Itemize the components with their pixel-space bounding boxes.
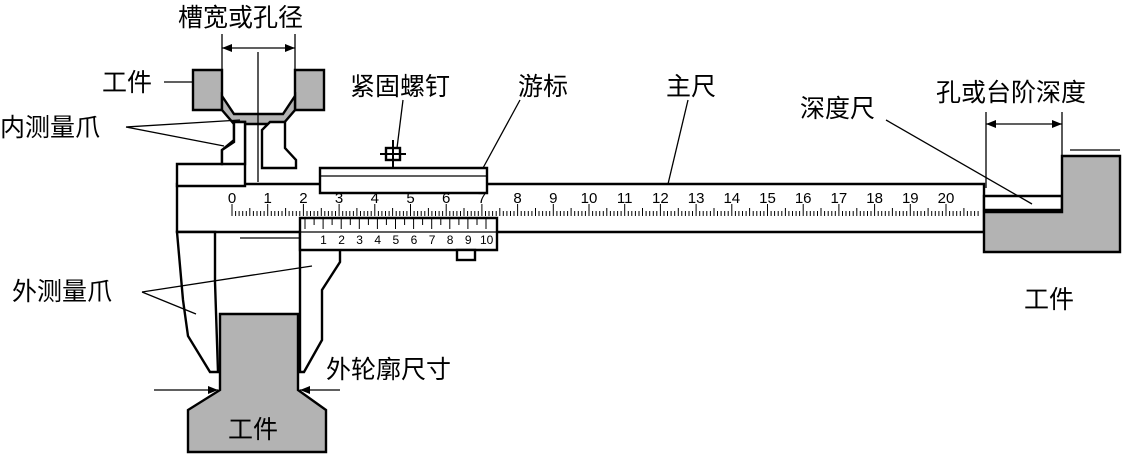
label-slot-width-hole-diameter: 槽宽或孔径 bbox=[178, 3, 303, 32]
inner-jaw-left bbox=[220, 120, 247, 166]
vernier-scale-number: 1 bbox=[320, 233, 327, 247]
leader-lines bbox=[125, 81, 1033, 315]
workpiece-right bbox=[982, 154, 1122, 254]
vernier-scale-number: 4 bbox=[374, 233, 381, 247]
depth-arrowhead-right bbox=[1052, 120, 1062, 128]
depth-dimension bbox=[986, 120, 1062, 128]
workpiece-top bbox=[191, 68, 326, 126]
leader-inner-jaw-2 bbox=[125, 119, 241, 128]
label-vernier: 游标 bbox=[518, 72, 568, 101]
main-scale-number: 6 bbox=[442, 190, 450, 207]
vernier-scale-number: 9 bbox=[465, 233, 472, 247]
caliper-body bbox=[175, 120, 1064, 374]
outer-jaw-fixed bbox=[175, 230, 220, 374]
vernier-scale-number: 8 bbox=[447, 233, 454, 247]
main-scale-number: 20 bbox=[938, 190, 955, 207]
outer-arrowhead-left bbox=[208, 386, 218, 394]
main-scale-number: 10 bbox=[581, 190, 598, 207]
main-scale-number: 4 bbox=[371, 190, 379, 207]
main-scale-number: 7 bbox=[478, 190, 486, 207]
main-scale-ticks bbox=[231, 204, 979, 216]
outer-dimension-arrows bbox=[154, 386, 340, 394]
workpiece-top-shoulder bbox=[220, 92, 297, 126]
slot-arrowhead-left bbox=[222, 44, 232, 52]
main-scale-number: 12 bbox=[652, 190, 669, 207]
main-scale-number: 5 bbox=[406, 190, 414, 207]
depth-arrowhead-left bbox=[986, 120, 996, 128]
main-scale-number: 17 bbox=[831, 190, 848, 207]
label-hole-step-depth: 孔或台阶深度 bbox=[936, 78, 1086, 107]
main-scale-number: 2 bbox=[299, 190, 307, 207]
label-depth-rod: 深度尺 bbox=[800, 94, 875, 123]
main-scale-number: 18 bbox=[866, 190, 883, 207]
label-workpiece-top: 工件 bbox=[102, 68, 152, 97]
vernier-scale-number: 7 bbox=[429, 233, 436, 247]
vernier-scale-ticks bbox=[304, 219, 487, 229]
vernier-scale-plate bbox=[298, 216, 499, 252]
label-outer-jaw: 外测量爪 bbox=[12, 277, 112, 306]
main-scale-number: 14 bbox=[723, 190, 740, 207]
workpiece-top-left-block bbox=[191, 68, 224, 112]
label-outer-dimension: 外轮廓尺寸 bbox=[326, 355, 451, 384]
main-scale-number: 0 bbox=[228, 190, 236, 207]
leader-inner-jaw-1 bbox=[125, 126, 225, 147]
main-scale-number: 3 bbox=[335, 190, 343, 207]
vernier-scale-number: 10 bbox=[480, 233, 494, 247]
leader-vernier bbox=[482, 99, 521, 169]
leader-locking-screw bbox=[396, 99, 404, 149]
vernier-scale-number: 3 bbox=[356, 233, 363, 247]
main-scale-number: 8 bbox=[513, 190, 521, 207]
main-scale-number: 16 bbox=[795, 190, 812, 207]
label-locking-screw: 紧固螺钉 bbox=[350, 72, 450, 101]
leader-main-scale bbox=[667, 99, 689, 185]
outer-arrowhead-right bbox=[300, 386, 310, 394]
main-scale-number: 9 bbox=[549, 190, 557, 207]
leader-outer-jaw-2 bbox=[141, 265, 313, 293]
vernier-scale-number: 2 bbox=[338, 233, 345, 247]
outer-jaw-sliding bbox=[298, 230, 342, 374]
leader-outer-jaw-1 bbox=[141, 291, 197, 315]
main-scale-number: 13 bbox=[688, 190, 705, 207]
workpiece-bottom bbox=[186, 312, 328, 454]
slot-arrowhead-right bbox=[285, 44, 295, 52]
vernier-scale-number: 5 bbox=[393, 233, 400, 247]
main-scale-number: 1 bbox=[264, 190, 272, 207]
vernier-scale-number: 6 bbox=[411, 233, 418, 247]
inner-jaw-right bbox=[260, 120, 298, 170]
locking-screw bbox=[380, 140, 406, 168]
main-scale-number: 11 bbox=[617, 190, 633, 207]
label-main-scale: 主尺 bbox=[666, 72, 716, 101]
workpiece-top-right-block bbox=[293, 68, 326, 112]
label-workpiece-bottom: 工件 bbox=[228, 415, 278, 444]
label-workpiece-right: 工件 bbox=[1024, 285, 1074, 314]
vernier-slider-top bbox=[318, 166, 489, 195]
main-scale-number: 15 bbox=[759, 190, 776, 207]
label-inner-jaw: 内测量爪 bbox=[0, 113, 100, 142]
vernier-knob bbox=[455, 248, 477, 262]
slot-width-dimension bbox=[221, 34, 296, 182]
leader-depth-rod bbox=[885, 119, 1033, 205]
main-scale-number: 19 bbox=[902, 190, 919, 207]
